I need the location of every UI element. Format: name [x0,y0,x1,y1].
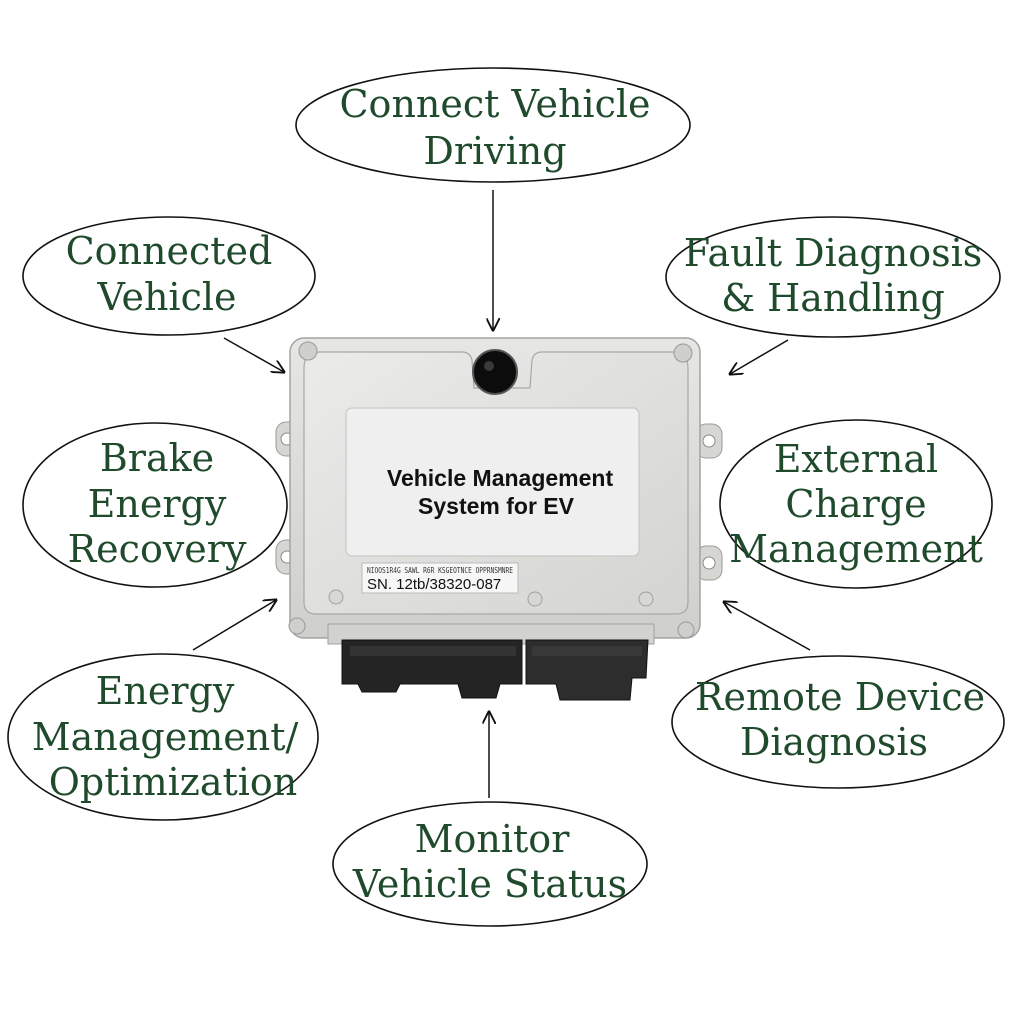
bubble-text-line: Diagnosis [740,720,928,764]
bubble-connect-vehicle-driving: Connect Vehicle Driving [295,67,691,183]
bubble-external-charge-management: External Charge Management [719,419,993,589]
arrow-from-connected-vehicle [223,337,284,372]
bubble-text-line: Vehicle [97,275,237,319]
bubble-text-line: Energy [88,482,227,526]
device-label-line-2: System for EV [418,493,575,519]
vent-port-icon [472,349,518,395]
bubble-energy-management-optimization: Energy Management/ Optimization [7,653,319,821]
bubble-remote-device-diagnosis: Remote Device Diagnosis [671,655,1005,789]
bubble-text-line: Remote Device [695,675,985,719]
bubble-text-line: Recovery [68,527,247,571]
bubble-text-line: Management [729,527,983,571]
bubble-text-line: Monitor [415,817,571,861]
bubble-text-line: Connect Vehicle [339,82,650,126]
connector-block [327,623,655,701]
bubble-brake-energy-recovery: Brake Energy Recovery [22,422,288,588]
device-label [345,407,640,557]
bubble-text-line: Charge [785,482,926,526]
serial-sticker [361,562,519,594]
bubble-connected-vehicle: Connected Vehicle [22,216,316,336]
arrows [192,190,811,798]
arrow-from-remote-device-diagnosis [724,602,811,651]
serial-fine-print: NIOOS1R4G SAWL R6R KSGEOTNCE OPPRNSMNRE [367,566,513,575]
serial-number: SN. 12tb/38320-087 [367,576,501,593]
bubble-text-line: & Handling [721,276,945,320]
bubble-monitor-vehicle-status: Monitor Vehicle Status [332,801,648,927]
bubble-text-line: Connected [66,229,273,273]
bubble-text-line: Fault Diagnosis [684,231,983,275]
bubble-text-line: Energy [96,669,235,713]
bubble-fault-diagnosis-handling: Fault Diagnosis & Handling [665,216,1001,338]
arrow-from-energy-management [192,600,276,651]
bubble-text-line: Optimization [49,760,298,804]
bubble-text-line: Vehicle Status [352,862,627,906]
device-label-line-1: Vehicle Management [387,465,614,491]
arrow-from-fault-diagnosis [730,339,789,374]
bubble-text-line: Brake [100,436,214,480]
vms-device: Vehicle Management System for EV NIOOS1R… [275,337,723,701]
bubble-text-line: External [774,437,938,481]
bubble-text-line: Driving [423,129,566,173]
bubble-text-line: Management/ [32,715,299,759]
screw-icons [288,341,695,639]
